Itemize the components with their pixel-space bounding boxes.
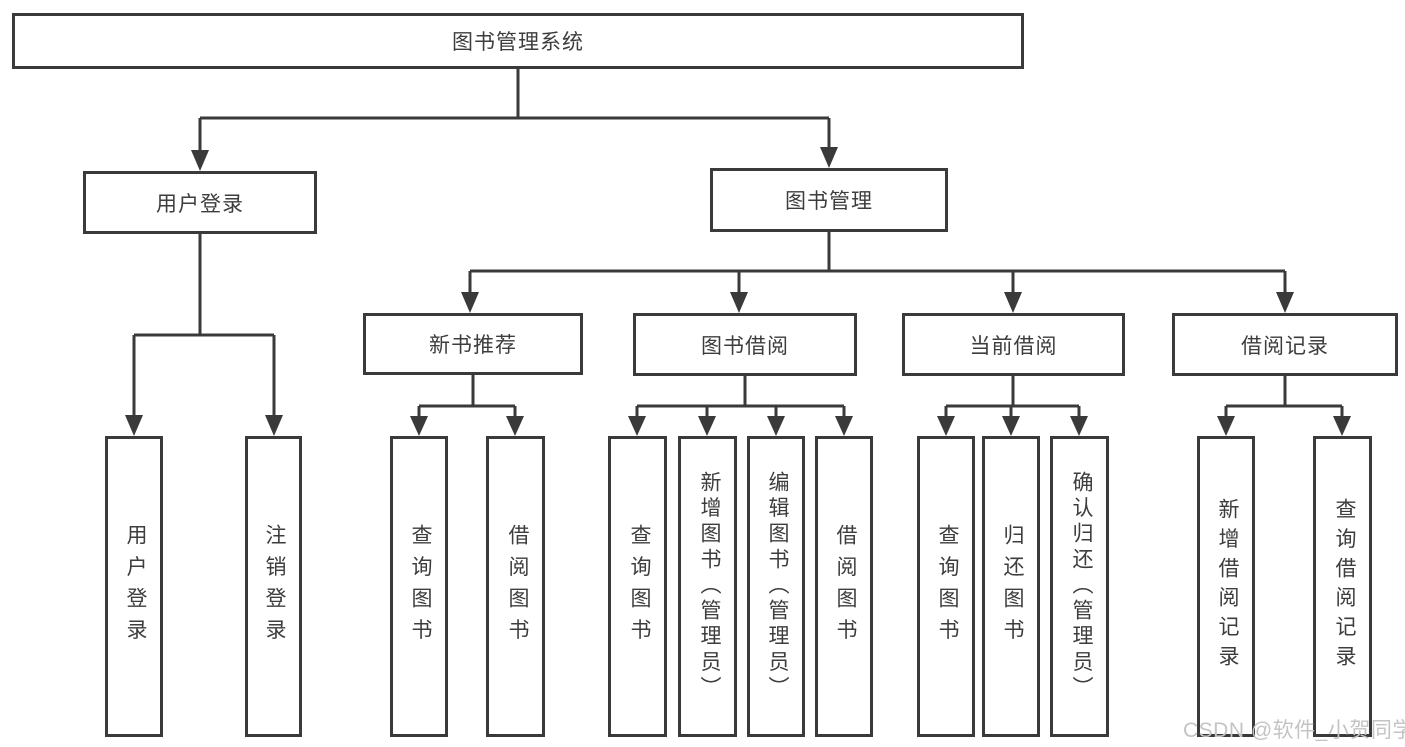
leaf-return-books: 归还图书 [982, 436, 1040, 737]
node-new-book-recommend: 新书推荐 [363, 313, 583, 375]
node-root-system: 图书管理系统 [12, 13, 1024, 69]
connector-book-management-to-level3 [461, 232, 1294, 313]
node-book-management: 图书管理 [710, 168, 948, 232]
leaf-borrow-books: 借阅图书 [815, 436, 873, 737]
leaf-add-books-admin: 新增图书（管理员） [678, 436, 737, 737]
connector-user-login-to-leaves [125, 234, 283, 436]
leaf-query-borrow-record: 查询借阅记录 [1313, 436, 1372, 737]
node-user-login: 用户登录 [83, 171, 317, 234]
node-borrow-records: 借阅记录 [1172, 313, 1398, 376]
connector-book-borrow-to-leaves [628, 376, 853, 436]
leaf-newbook-query-books: 查询图书 [390, 436, 448, 737]
leaf-edit-books-admin: 编辑图书（管理员） [747, 436, 805, 737]
connector-new-book-to-leaves [410, 375, 524, 436]
leaf-add-borrow-record: 新增借阅记录 [1197, 436, 1255, 737]
connector-root-to-level2 [191, 69, 838, 171]
node-current-borrow: 当前借阅 [902, 313, 1125, 376]
leaf-borrow-query-books: 查询图书 [608, 436, 667, 737]
leaf-logout: 注销登录 [245, 436, 302, 737]
watermark: CSDN @软件_小贺同学 [1183, 719, 1405, 742]
leaf-confirm-return-admin: 确认归还（管理员） [1050, 436, 1109, 737]
connector-current-borrow-to-leaves [937, 376, 1088, 436]
connector-borrow-records-to-leaves [1217, 376, 1351, 436]
leaf-newbook-borrow-books: 借阅图书 [486, 436, 545, 737]
node-book-borrow: 图书借阅 [633, 313, 857, 376]
leaf-current-query-books: 查询图书 [917, 436, 975, 737]
leaf-user-login: 用户登录 [105, 436, 163, 737]
